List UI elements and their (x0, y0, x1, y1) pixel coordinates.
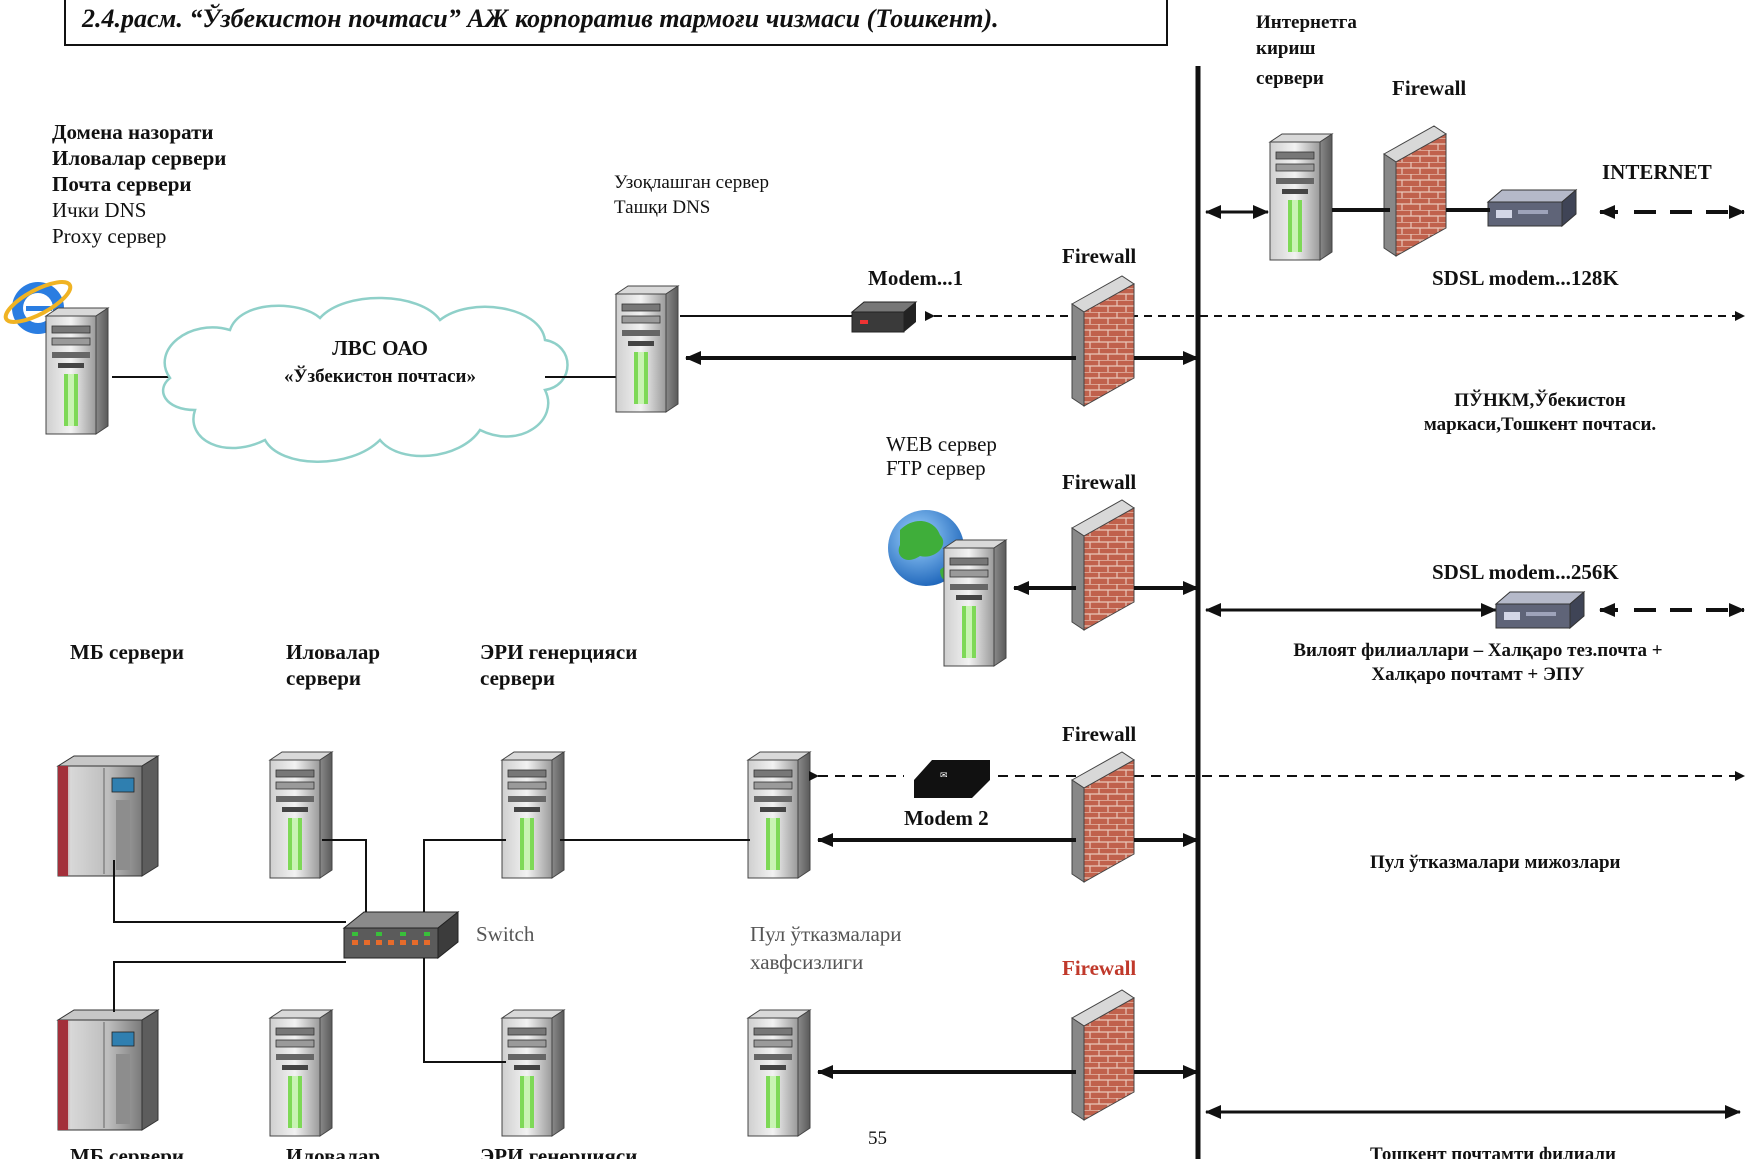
mb-server-icon (57, 755, 159, 877)
firewall-icon (1071, 751, 1135, 883)
firewall-label-top: Firewall (1392, 76, 1467, 100)
domain-block-label-4: Ички DNS (52, 198, 147, 222)
firewall-label-red: Firewall (1062, 956, 1137, 980)
switch-label: Switch (476, 922, 535, 946)
modem2-label: Modem 2 (904, 806, 989, 830)
sdsl-modem-128-icon (1487, 189, 1577, 227)
sdsl-modem-256-icon (1495, 591, 1585, 629)
ftp-server-label: FTP сервер (886, 456, 986, 480)
payment-clients-label: Пул ўтказмалари мижозлари (1370, 852, 1621, 873)
modem2-icon: ✉ (914, 760, 990, 798)
eri-server-icon (501, 751, 565, 879)
remote-server-label-2: Ташқи DNS (614, 197, 711, 218)
payment-security-server-icon (747, 751, 811, 879)
lan-cloud-label-2: «Ўзбекистон почтаси» (284, 366, 476, 387)
eri-server-icon (501, 1009, 565, 1137)
domain-block-label-2: Иловалар сервери (52, 146, 227, 170)
internet-access-server-icon (1269, 133, 1333, 261)
caption-box (64, 0, 1168, 46)
punkm-label-2: маркаси,Тошкент почтаси. (1423, 414, 1657, 435)
internet-label: INTERNET (1602, 160, 1712, 184)
lan-cloud (161, 296, 569, 463)
sdsl-256-label: SDSL modem...256K (1432, 560, 1619, 584)
web-server-label: WEB сервер (886, 432, 997, 456)
firewall-icon (1071, 989, 1135, 1121)
mb-server-icon (57, 1009, 159, 1131)
eri-server-label-2: сервери (480, 666, 556, 690)
switch-icon (342, 910, 460, 960)
domain-server-icon (45, 307, 109, 435)
domain-block-label-3: Почта сервери (52, 172, 192, 196)
domain-block-label-1: Домена назорати (52, 120, 214, 144)
bottom-right-label: Тошкент почтамти филиали (1370, 1144, 1616, 1159)
firewall-icon (1071, 275, 1135, 407)
domain-block-label-5: Proxy сервер (52, 224, 167, 248)
modem1-label: Modem...1 (868, 266, 964, 290)
branches-label-2: Халқаро почтамт + ЭПУ (1371, 664, 1585, 685)
firewall-label-3: Firewall (1062, 722, 1137, 746)
branches-label-1: Вилоят филиаллари – Халқаро тез.почта + (1293, 640, 1663, 661)
apps-server-icon (269, 751, 333, 879)
web-ftp-server-icon (943, 539, 1007, 667)
modem1-icon (850, 301, 918, 333)
sdsl-128-label: SDSL modem...128K (1432, 266, 1619, 290)
svg-text:✉: ✉ (940, 771, 948, 781)
firewall-label-2: Firewall (1062, 470, 1137, 494)
eri-server-label-1: ЭРИ генерцияси (480, 640, 638, 664)
lan-cloud-label-1: ЛВС ОАО (332, 336, 428, 360)
apps-server-label-1: Иловалар (286, 640, 381, 664)
bottom-mb-label: МБ сервери (70, 1144, 184, 1159)
internet-access-label-1: Интернетга (1256, 12, 1357, 33)
bottom-eri-label: ЭРИ генерцияси (480, 1144, 638, 1159)
internet-access-label-2: кириш (1256, 38, 1316, 59)
punkm-label-1: ПЎНКМ,Ўбекистон (1454, 390, 1626, 411)
remote-server-label-1: Узоқлашган сервер (614, 172, 769, 193)
internet-access-label-3: сервери (1256, 68, 1324, 89)
figure-caption: 2.4.расм. “Ўзбекистон почтаси” АЖ корпор… (82, 4, 999, 33)
payment-security-label-1: Пул ўтказмалари (750, 922, 902, 946)
page-number: 55 (868, 1128, 887, 1149)
payment-security-label-2: хавфсизлиги (750, 950, 864, 974)
apps-server-icon (269, 1009, 333, 1137)
payment-security-server-icon (747, 1009, 811, 1137)
mb-server-label: МБ сервери (70, 640, 184, 664)
apps-server-label-2: сервери (286, 666, 362, 690)
bottom-apps-label: Иловалар (286, 1144, 381, 1159)
firewall-icon (1383, 125, 1447, 257)
remote-server-icon (615, 285, 679, 413)
firewall-label-1: Firewall (1062, 244, 1137, 268)
firewall-icon (1071, 499, 1135, 631)
